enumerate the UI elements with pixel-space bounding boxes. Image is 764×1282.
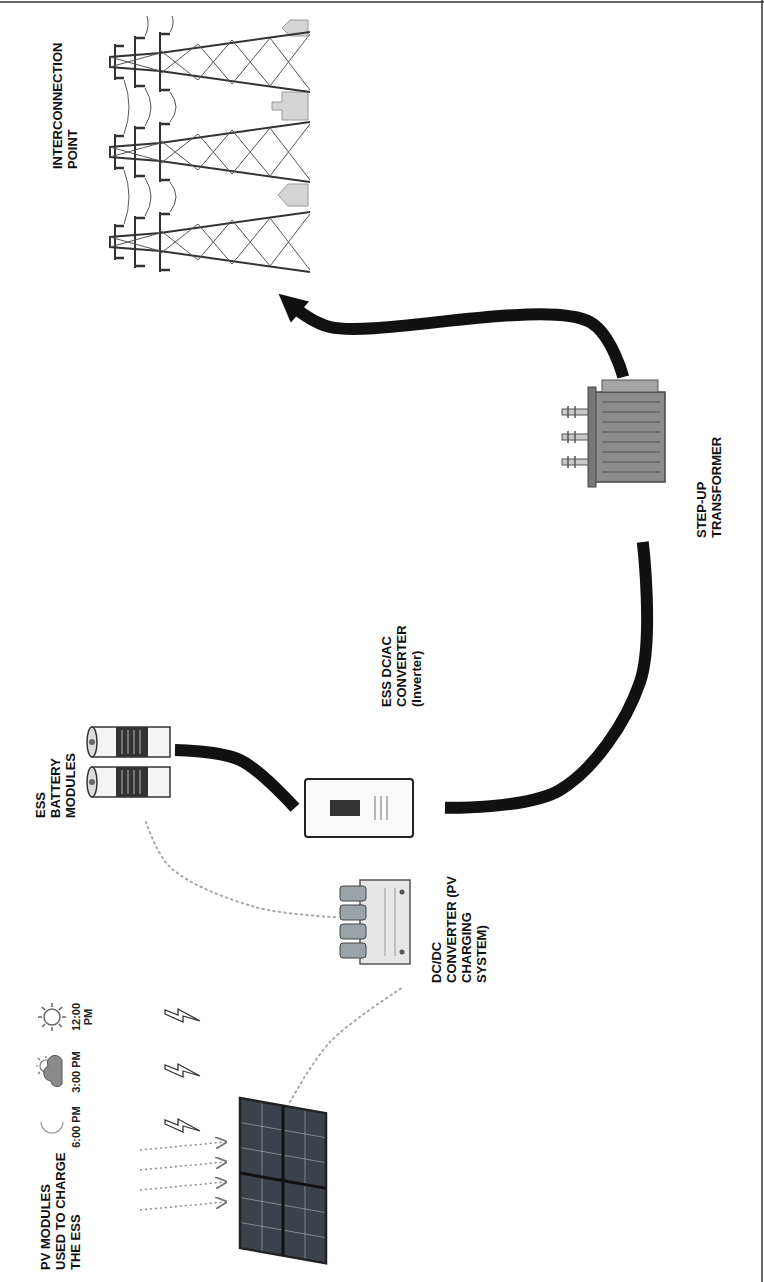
step-up-transformer: STEP-UP TRANSFORMER	[555, 377, 750, 542]
transmission-tower	[110, 32, 310, 92]
battery-body	[92, 767, 170, 797]
moon-icon	[41, 1122, 63, 1133]
battery-body	[92, 727, 170, 757]
transformer-fins	[602, 402, 660, 472]
sun-rays	[38, 1003, 66, 1031]
capacitor	[340, 905, 366, 920]
lightning-bolt	[165, 1009, 200, 1022]
transformer-radiator	[602, 380, 658, 392]
transformer-tank	[595, 392, 665, 482]
cloud	[44, 1055, 62, 1086]
battery-cylinder	[87, 727, 170, 757]
sunlight-ray	[140, 1142, 225, 1150]
battery-stripes	[122, 730, 140, 754]
power-lines	[124, 16, 176, 224]
battery-modules: ESS BATTERY MODULES	[30, 702, 175, 822]
transformer-unit	[562, 380, 665, 487]
node-caption: ESS DC/AC CONVERTER (Inverter)	[380, 612, 425, 707]
battery-band	[116, 727, 148, 757]
house	[278, 184, 308, 206]
board-traces	[385, 888, 395, 956]
capacitor	[340, 943, 366, 958]
battery-stripes	[122, 770, 140, 794]
battery-cap	[87, 727, 97, 757]
node-caption: STEP-UP TRANSFORMER	[695, 428, 725, 538]
converter-board	[360, 880, 410, 964]
pv-panel-face	[240, 1098, 326, 1263]
inverter-display	[330, 800, 360, 816]
border-rule	[761, 0, 763, 1282]
battery-band	[116, 767, 148, 797]
terminal-dot	[400, 950, 405, 955]
border-rule	[0, 1, 764, 3]
sun-icon	[38, 1003, 66, 1031]
capacitor	[340, 886, 366, 901]
capacitor	[340, 924, 366, 939]
dc-dc-unit	[340, 880, 410, 964]
power-flow-line	[296, 308, 624, 377]
battery-terminal	[89, 739, 95, 745]
lightning-bolt	[165, 1064, 200, 1077]
sunlight-ray	[140, 1182, 225, 1190]
pv-panel-frame	[240, 1098, 326, 1263]
time-label: 3:00 PM	[70, 1049, 82, 1095]
inverter: ESS DC/AC CONVERTER (Inverter)	[295, 557, 445, 842]
time-label: 6:00 PM	[70, 1104, 82, 1150]
transmission-tower	[110, 122, 310, 182]
sunlight-ray	[140, 1162, 225, 1170]
interconnection-point: INTERCONNECTION POINT	[45, 27, 315, 297]
battery-terminal	[89, 779, 95, 785]
sun-disc	[44, 1009, 60, 1025]
dc-dc-converter: DC/DC CONVERTER (PV CHARGING SYSTEM)	[335, 847, 530, 987]
charging-line	[290, 987, 403, 1102]
transmission-tower	[110, 212, 310, 272]
sunlight-ray	[140, 1202, 225, 1210]
time-label: 12:00 PM	[70, 994, 94, 1040]
factory	[272, 92, 308, 120]
bushing-disks	[568, 406, 575, 468]
power-flow-line	[175, 750, 295, 808]
node-caption: DC/DC CONVERTER (PV CHARGING SYSTEM)	[430, 875, 490, 983]
inverter-cabinet	[305, 779, 413, 837]
power-flow-line	[445, 542, 647, 808]
pv-panel	[240, 1098, 326, 1263]
lightning-icons	[165, 1009, 200, 1132]
cloud-sun-icon	[36, 1055, 62, 1086]
transformer-cover	[588, 387, 596, 487]
terminal-dot	[400, 890, 405, 895]
sunlight-rays	[140, 1142, 225, 1210]
node-caption: PV MODULES USED TO CHARGE THE ESS	[39, 1152, 84, 1270]
inverter-vents	[375, 796, 387, 820]
battery-cap	[87, 767, 97, 797]
charging-line	[146, 822, 335, 917]
lightning-bolt	[165, 1119, 200, 1132]
moon	[41, 1122, 63, 1133]
battery-cylinder	[87, 767, 170, 797]
node-caption: INTERCONNECTION POINT	[51, 34, 81, 169]
inverter-unit	[305, 779, 413, 837]
node-caption: ESS BATTERY MODULES	[34, 740, 79, 818]
